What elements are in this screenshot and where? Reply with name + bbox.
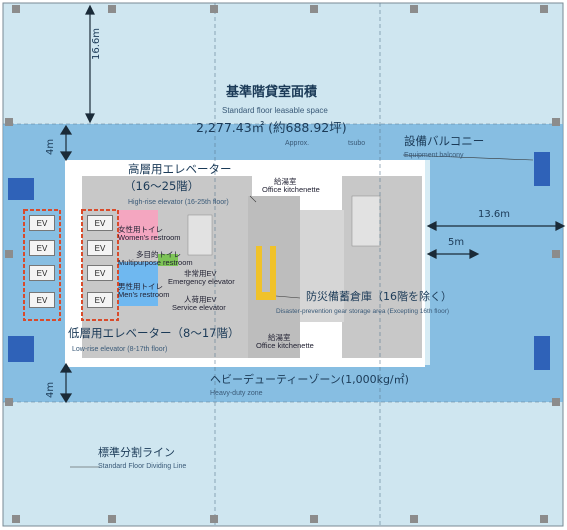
high-elevator-range: （16〜25階） [124, 179, 200, 193]
high-rise-elevator-frame [81, 209, 119, 321]
storage-label-jp: 防災備蓄倉庫（16階を除く） [306, 290, 452, 303]
leader-lines [70, 154, 534, 468]
high-elevator-label-jp: 高層用エレベーター [128, 162, 232, 176]
elevator-low-3: EV [29, 265, 55, 281]
women-restroom-en: Women's restroom [118, 232, 181, 242]
heavy-zone-label-jp: ヘビーデューティーゾーン(1,000kg/㎡) [210, 373, 409, 386]
dim-east-inner: 5m [448, 237, 465, 248]
area-approx: Approx. [285, 140, 310, 147]
area-title-en: Standard floor leasable space [222, 106, 328, 115]
elevator-low-1: EV [29, 215, 55, 231]
emergency-elevator-label: 非常用EV Emergency elevator [168, 270, 235, 286]
kitchen-top-jp: 給湯室 [274, 177, 297, 186]
balcony-label-en: Equipment balcony [404, 152, 464, 159]
dim-east-depth: 13.6m [478, 209, 511, 220]
dim-north-zone: 4m [45, 138, 56, 155]
men-restroom [118, 262, 158, 306]
service-elevator-jp: 人荷用EV [184, 295, 217, 304]
elevator-high-3: EV [87, 265, 113, 281]
balcony-right-top [534, 152, 550, 186]
multipurpose-restroom-label: 多目的トイレ Multipurpose restroom [118, 251, 193, 267]
dimension-arrows [59, 4, 566, 404]
balcony-right-bottom [534, 336, 550, 370]
kitchen-top-en: Office kitchenette [262, 184, 320, 194]
area-tsubo: tsubo [348, 140, 366, 147]
service-elevator-en: Service elevator [172, 302, 226, 312]
dim-south-zone: 4m [45, 381, 56, 398]
area-value: 2,277.43㎡ (約688.92坪) [196, 120, 347, 135]
stair-1 [187, 214, 213, 256]
emergency-elevator-en: Emergency elevator [168, 276, 235, 286]
balcony-label-jp: 設備バルコニー [404, 134, 485, 148]
multipurpose-restroom-jp: 多目的トイレ [136, 250, 181, 259]
columns [5, 5, 560, 523]
women-restroom-label: 女性用トイレ Women's restroom [118, 226, 181, 242]
emergency-elevator-jp: 非常用EV [184, 269, 217, 278]
men-restroom-label: 男性用トイレ Men's restroom [118, 283, 169, 299]
area-title-jp: 基準階貸室面積 [226, 85, 318, 100]
grid-lines [3, 3, 563, 526]
kitchen-bottom-jp: 給湯室 [268, 333, 291, 342]
service-elevator-label: 人荷用EV Service elevator [172, 296, 226, 312]
low-elevator-label-jp: 低層用エレベーター（8〜17階） [68, 326, 240, 340]
stair-2 [351, 195, 381, 247]
balcony-left-bottom [8, 336, 34, 362]
women-restroom-jp: 女性用トイレ [118, 225, 163, 234]
low-elevator-label-en: Low-rise elevator (8-17th floor) [72, 346, 168, 353]
dim-top-depth: 16.6m [91, 27, 102, 60]
low-rise-elevator-frame [23, 209, 61, 321]
high-elevator-label-en: High-rise elevator (16-25th floor) [128, 199, 229, 206]
men-restroom-en: Men's restroom [118, 289, 170, 299]
multipurpose-restroom-en: Multipurpose restroom [118, 257, 193, 267]
kitchen-bottom-en: Office kitchenette [256, 340, 314, 350]
heavy-zone-label-en: Heavy-duty zone [210, 390, 263, 397]
women-restroom [118, 210, 158, 240]
dividing-line-label-en: Standard Floor Dividing Line [98, 463, 187, 470]
balcony-left-top [8, 178, 34, 200]
elevator-high-2: EV [87, 240, 113, 256]
multipurpose-restroom [158, 254, 178, 266]
storage-shape [256, 246, 276, 300]
storage-label-en: Disaster-prevention gear storage area (E… [276, 308, 450, 315]
elevator-high-1: EV [87, 215, 113, 231]
elevator-low-2: EV [29, 240, 55, 256]
elevator-high-4: EV [87, 292, 113, 308]
kitchen-bottom-label: 給湯室 Office kitchenette [256, 334, 314, 350]
elevator-low-4: EV [29, 292, 55, 308]
kitchen-top-label: 給湯室 Office kitchenette [262, 178, 320, 194]
core-block-mid [300, 210, 344, 322]
men-restroom-jp: 男性用トイレ [118, 282, 163, 291]
dividing-line-label-jp: 標準分割ライン [98, 446, 175, 459]
